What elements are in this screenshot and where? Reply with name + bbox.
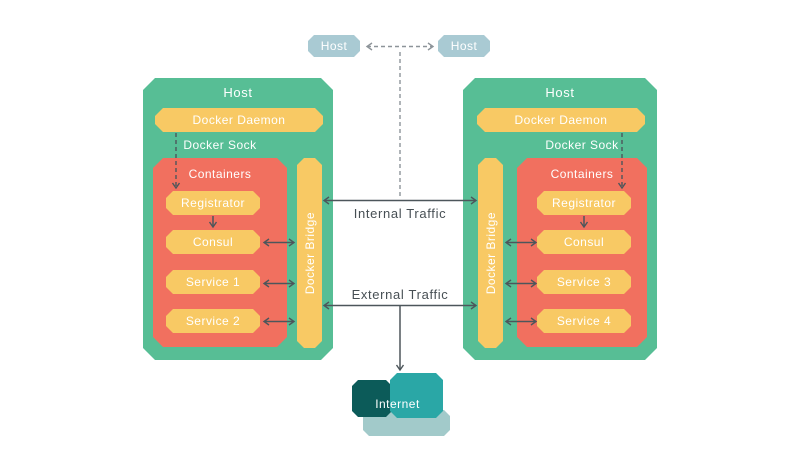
docker-daemon-right: Docker Daemon xyxy=(477,108,645,132)
internal-traffic-label: Internal Traffic xyxy=(335,206,465,221)
consul-right-label: Consul xyxy=(563,235,605,249)
docker-daemon-left: Docker Daemon xyxy=(155,108,323,132)
docker-sock-left: Docker Sock xyxy=(153,137,287,153)
containers-right-title-text: Containers xyxy=(550,166,614,181)
docker-daemon-left-label: Docker Daemon xyxy=(192,113,286,127)
container-registrator-right: Registrator xyxy=(537,191,631,215)
host-right-title: Host xyxy=(463,84,657,100)
top-host-right-label: Host xyxy=(450,39,478,53)
top-host-node-left: Host xyxy=(308,35,360,57)
docker-bridge-right: Docker Bridge xyxy=(478,158,503,348)
top-host-node-right: Host xyxy=(438,35,490,57)
external-traffic-label: External Traffic xyxy=(335,287,465,302)
docker-bridge-right-label: Docker Bridge xyxy=(483,211,498,295)
container-consul-right: Consul xyxy=(537,230,631,254)
docker-sock-right-label: Docker Sock xyxy=(545,138,619,152)
container-service4: Service 4 xyxy=(537,309,631,333)
containers-right-title: Containers xyxy=(517,166,647,181)
container-service1: Service 1 xyxy=(166,270,260,294)
container-consul-left: Consul xyxy=(166,230,260,254)
consul-left-label: Consul xyxy=(192,235,234,249)
service2-label: Service 2 xyxy=(185,314,241,328)
external-traffic-text: External Traffic xyxy=(351,287,449,302)
internet-label-text: Internet xyxy=(375,396,420,411)
container-registrator-left: Registrator xyxy=(166,191,260,215)
registrator-left-label: Registrator xyxy=(181,196,245,210)
docker-bridge-left-label: Docker Bridge xyxy=(302,211,317,295)
container-service3: Service 3 xyxy=(537,270,631,294)
host-left-title-text: Host xyxy=(223,84,253,100)
internet-label: Internet xyxy=(352,396,443,411)
containers-left-title-text: Containers xyxy=(188,166,252,181)
service1-label: Service 1 xyxy=(185,275,241,289)
registrator-right-label: Registrator xyxy=(552,196,616,210)
docker-bridge-left: Docker Bridge xyxy=(297,158,322,348)
docker-sock-right: Docker Sock xyxy=(517,137,647,153)
internet-dark-box xyxy=(352,380,392,417)
internet-mid-box xyxy=(390,373,443,418)
docker-daemon-right-label: Docker Daemon xyxy=(514,113,608,127)
top-host-left-label: Host xyxy=(320,39,348,53)
host-right-title-text: Host xyxy=(545,84,575,100)
internal-traffic-text: Internal Traffic xyxy=(353,206,447,221)
service3-label: Service 3 xyxy=(556,275,612,289)
service4-label: Service 4 xyxy=(556,314,612,328)
containers-left-title: Containers xyxy=(153,166,287,181)
host-left-title: Host xyxy=(143,84,333,100)
container-service2: Service 2 xyxy=(166,309,260,333)
docker-sock-left-label: Docker Sock xyxy=(183,138,257,152)
